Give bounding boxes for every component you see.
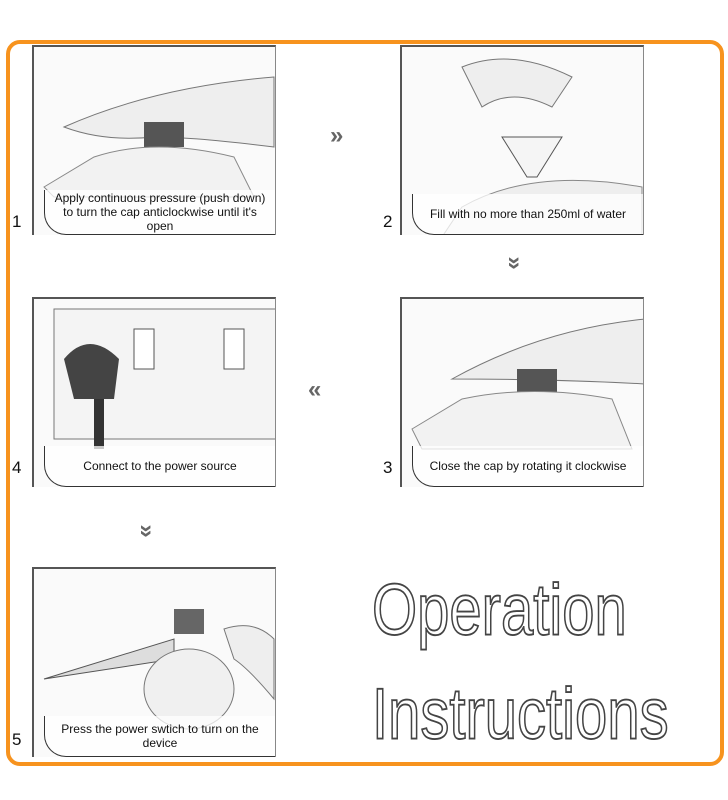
arrow-down-icon: » xyxy=(501,256,529,262)
title-line-2: Instructions xyxy=(371,672,669,755)
step-2-number: 2 xyxy=(383,212,393,231)
step-5-panel: Press the power swtich to turn on the de… xyxy=(32,567,276,757)
orange-frame xyxy=(6,40,724,766)
steamer-device-illustration xyxy=(43,609,275,730)
step-1-number: 1 xyxy=(12,212,22,231)
step-2-panel: Fill with no more than 250ml of water xyxy=(400,45,644,235)
step-1-caption: Apply continuous pressure (push down) to… xyxy=(44,190,275,235)
step-3-panel: Close the cap by rotating it clockwise xyxy=(400,297,644,487)
arrow-left-icon: « xyxy=(308,376,322,403)
title-line-1: Operation xyxy=(371,568,627,651)
step-2-caption: Fill with no more than 250ml of water xyxy=(412,194,643,235)
steamer-cap-hand-illustration xyxy=(43,76,275,198)
arrow-down-icon: » xyxy=(133,524,161,530)
step-5-number: 5 xyxy=(12,730,22,749)
step-4-caption: Connect to the power source xyxy=(44,446,275,487)
step-3-number: 3 xyxy=(383,458,393,477)
step-3-caption: Close the cap by rotating it clockwise xyxy=(412,446,643,487)
step-4-number: 4 xyxy=(12,458,22,477)
step-5-caption: Press the power swtich to turn on the de… xyxy=(44,716,275,757)
arrow-right-icon: » xyxy=(330,122,344,149)
step-4-panel: Connect to the power source xyxy=(32,297,276,487)
power-socket-illustration xyxy=(53,308,275,449)
closing-cap-illustration xyxy=(411,318,643,450)
step-1-panel: Apply continuous pressure (push down) to… xyxy=(32,45,276,235)
